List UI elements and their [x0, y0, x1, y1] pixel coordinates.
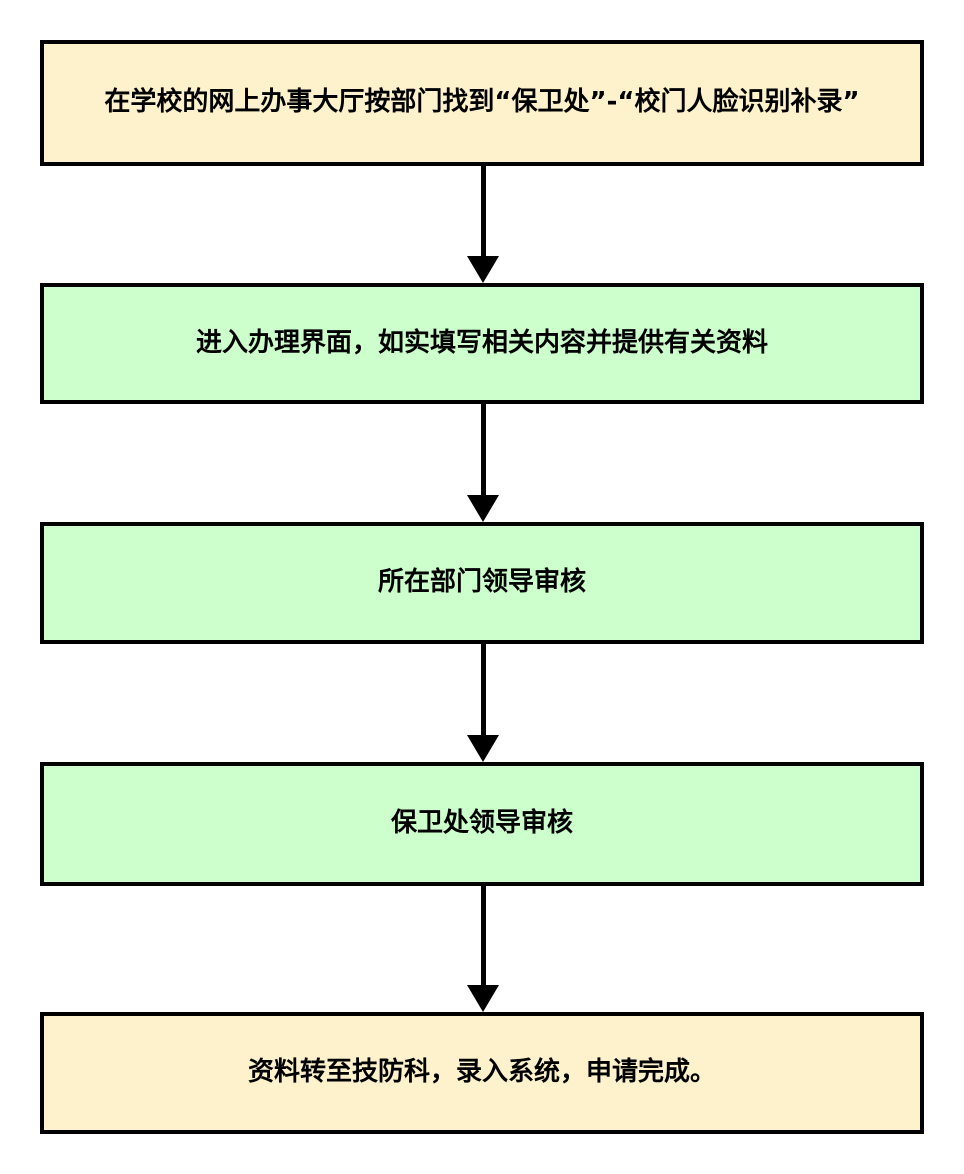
arrow-shaft	[480, 644, 486, 735]
flow-step-1-box: 在学校的网上办事大厅按部门找到“保卫处”-“校门人脸识别补录”	[40, 40, 924, 166]
flow-step-1-label: 在学校的网上办事大厅按部门找到“保卫处”-“校门人脸识别补录”	[104, 87, 860, 118]
down-arrow-1	[467, 166, 499, 283]
arrow-shaft	[480, 404, 486, 495]
flow-step-4-label: 保卫处领导审核	[390, 808, 573, 839]
arrow-head-icon	[467, 256, 499, 283]
flow-step-3-label: 所在部门领导审核	[377, 567, 586, 598]
arrow-head-icon	[467, 735, 499, 762]
flow-step-3-box: 所在部门领导审核	[40, 522, 924, 644]
down-arrow-3	[467, 644, 499, 762]
flow-step-2-box: 进入办理界面，如实填写相关内容并提供有关资料	[40, 283, 924, 404]
flow-step-5-box: 资料转至技防科，录入系统，申请完成。	[40, 1012, 924, 1134]
arrow-head-icon	[467, 985, 499, 1012]
flow-step-2-label: 进入办理界面，如实填写相关内容并提供有关资料	[195, 327, 768, 358]
arrow-head-icon	[467, 495, 499, 522]
flow-step-4-box: 保卫处领导审核	[40, 762, 924, 886]
flow-step-5-label: 资料转至技防科，录入系统，申请完成。	[247, 1057, 716, 1088]
down-arrow-2	[467, 404, 499, 522]
arrow-shaft	[480, 886, 486, 985]
arrow-shaft	[480, 166, 486, 256]
down-arrow-4	[467, 886, 499, 1012]
